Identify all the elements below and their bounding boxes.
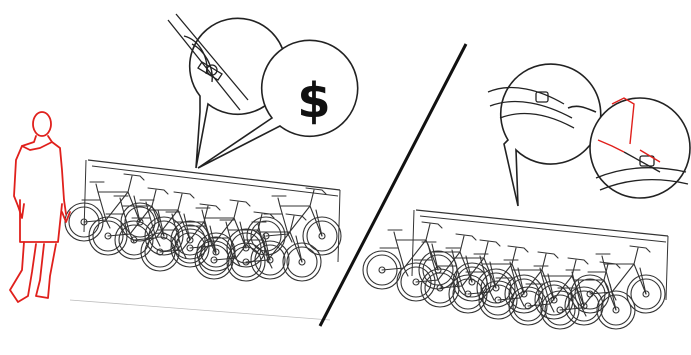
left-bike-rack bbox=[65, 160, 341, 320]
person-figure bbox=[10, 112, 70, 302]
dollar-sign: $ bbox=[297, 73, 330, 129]
right-bike-rack bbox=[363, 210, 668, 329]
handlebar-closeup-bubble bbox=[488, 64, 601, 206]
